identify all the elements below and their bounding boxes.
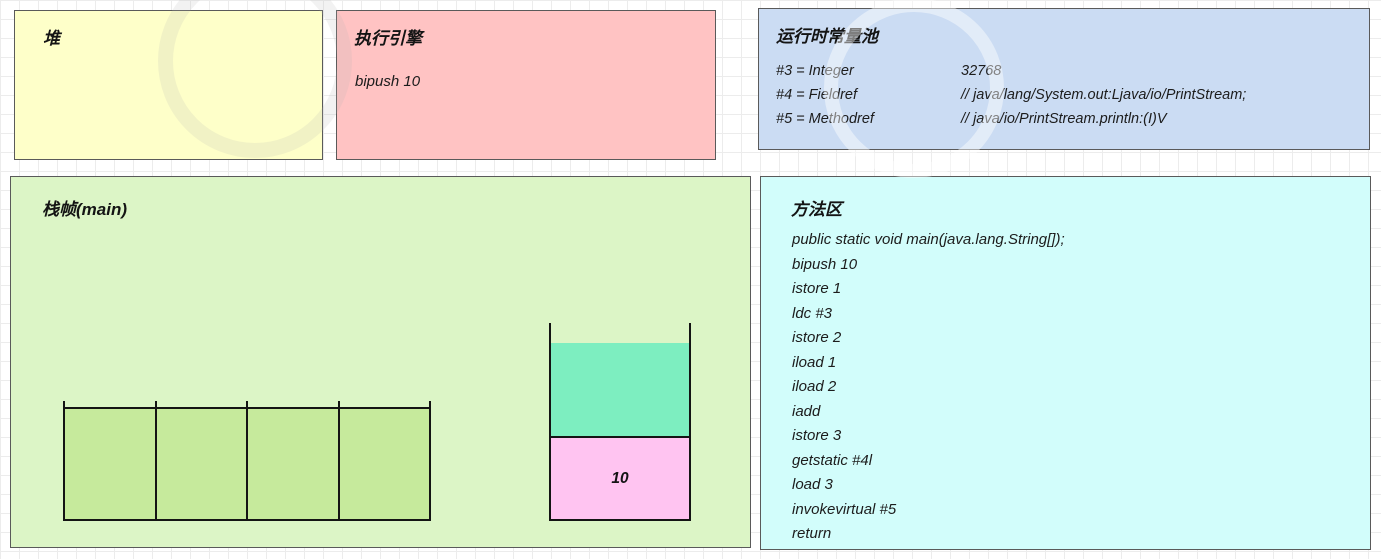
current-instruction: bipush 10 bbox=[355, 73, 421, 90]
operand-stack-value-cell: 10 bbox=[551, 438, 689, 519]
constant-pool-entry-value: // java/lang/System.out:Ljava/io/PrintSt… bbox=[961, 87, 1247, 103]
constant-pool-entry: #3 = Integer 32768 bbox=[776, 59, 1369, 83]
method-area-title: 方法区 bbox=[791, 200, 842, 219]
bytecode-line: public static void main(java.lang.String… bbox=[792, 231, 1065, 248]
constant-pool-entry: #4 = Fieldref // java/lang/System.out:Lja… bbox=[776, 83, 1369, 107]
operand-stack: 10 bbox=[549, 323, 691, 521]
constant-pool-entry: #5 = Methodref // java/io/PrintStream.pri… bbox=[776, 107, 1369, 131]
bytecode-listing: public static void main(java.lang.String… bbox=[792, 228, 1370, 547]
constant-pool-entry-key: #3 = Integer bbox=[776, 63, 854, 79]
bytecode-line: istore 1 bbox=[792, 280, 842, 297]
bytecode-line: getstatic #4l bbox=[792, 451, 873, 469]
stack-frame-title: 栈帧(main) bbox=[42, 200, 127, 219]
constant-pool-entry-value: // java/io/PrintStream.println:(I)V bbox=[961, 111, 1167, 127]
bytecode-line: return bbox=[792, 525, 832, 542]
constant-pool-box: 运行时常量池 #3 = Integer 32768 #4 = Fieldref //… bbox=[758, 8, 1370, 150]
bytecode-line: load 3 bbox=[792, 476, 833, 493]
local-variable-slot bbox=[337, 401, 431, 521]
stack-frame-box: 栈帧(main) 10 bbox=[10, 176, 751, 548]
local-variable-slots bbox=[63, 401, 431, 521]
local-variable-slot bbox=[154, 401, 246, 521]
bytecode-line: bipush 10 bbox=[792, 255, 858, 273]
operand-stack-value: 10 bbox=[611, 469, 629, 487]
local-variable-slot bbox=[63, 401, 155, 521]
bytecode-line: istore 2 bbox=[792, 329, 842, 346]
execution-engine-box: 执行引擎 bipush 10 bbox=[336, 10, 716, 160]
constant-pool-entries: #3 = Integer 32768 #4 = Fieldref // java/l… bbox=[776, 59, 1369, 131]
bytecode-line: ldc #3 bbox=[792, 304, 833, 322]
execution-engine-title: 执行引擎 bbox=[354, 29, 422, 48]
constant-pool-entry-key: #4 = Fieldref bbox=[776, 87, 858, 103]
bytecode-line: iload 1 bbox=[792, 353, 837, 371]
constant-pool-entry-value: 32768 bbox=[961, 63, 1002, 79]
heap-title: 堆 bbox=[43, 29, 60, 48]
bytecode-line: invokevirtual #5 bbox=[792, 500, 897, 518]
bytecode-line: istore 3 bbox=[792, 427, 842, 444]
bytecode-line: iload 2 bbox=[792, 378, 837, 395]
operand-stack-upper-cell bbox=[551, 343, 689, 438]
heap-box: 堆 bbox=[14, 10, 323, 160]
local-variable-slot bbox=[246, 401, 338, 521]
constant-pool-entry-key: #5 = Methodref bbox=[776, 111, 874, 127]
bytecode-line: iadd bbox=[792, 402, 821, 420]
method-area-box: 方法区 public static void main(java.lang.St… bbox=[760, 176, 1371, 550]
constant-pool-title: 运行时常量池 bbox=[776, 27, 878, 46]
